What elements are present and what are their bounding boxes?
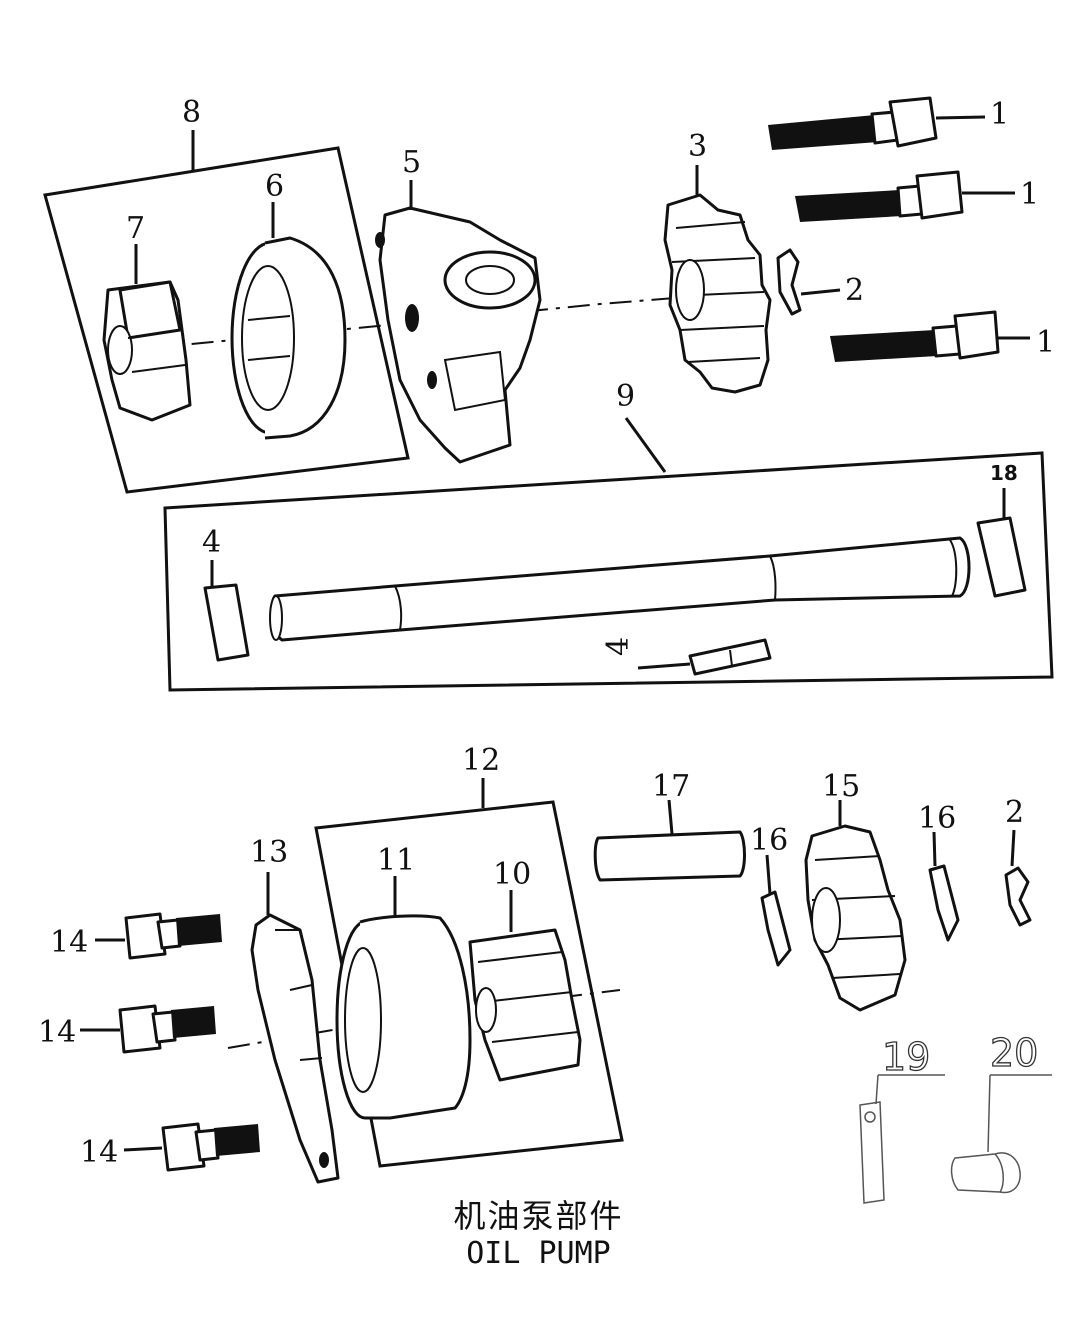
callout-20: 20: [990, 1031, 1038, 1075]
bolt-1-c: [830, 310, 1000, 362]
callout-6: 6: [265, 169, 284, 204]
callout-3: 3: [688, 129, 707, 164]
bolt-1-b: [795, 170, 964, 222]
outer-rotor-11: [335, 914, 472, 1120]
inner-rotor-7: [102, 280, 192, 422]
caption-chinese: 机油泵部件: [453, 1197, 624, 1235]
callout-19: 19: [882, 1035, 930, 1079]
bolt-1-a: [768, 96, 938, 150]
callout-11: 11: [377, 843, 415, 878]
callout-7: 7: [126, 211, 145, 246]
callout-17: 17: [652, 769, 690, 804]
leader-lines: [80, 115, 1052, 1153]
outer-rotor-6: [230, 236, 347, 440]
part-19: [859, 1101, 885, 1204]
callout-8: 8: [182, 95, 201, 130]
assembly-frame-8: [43, 146, 410, 494]
callout-12: 12: [462, 743, 500, 778]
circlip-2-lower: [1004, 866, 1032, 927]
callout-1-a: 1: [990, 97, 1009, 132]
callout-4-bottom: 4: [601, 637, 636, 656]
washer-16-left: [760, 890, 792, 967]
callout-18: 18: [990, 461, 1018, 485]
pump-shaft: [269, 536, 971, 642]
callout-4-left: 4: [202, 525, 221, 560]
pin-18: [976, 516, 1027, 598]
pump-body-5: [375, 206, 542, 464]
circlip-2-upper: [776, 248, 802, 316]
callout-10: 10: [493, 857, 531, 892]
callout-15: 15: [822, 769, 860, 804]
bolt-14-c: [161, 1122, 260, 1172]
washer-16-right: [928, 864, 960, 942]
bolt-14-b: [118, 1004, 216, 1054]
diagram-caption: 机油泵部件 OIL PUMP: [0, 1196, 1077, 1272]
caption-english: OIL PUMP: [466, 1236, 611, 1271]
part-20: [950, 1152, 1021, 1194]
callout-2-lower: 2: [1005, 795, 1024, 830]
callout-9: 9: [616, 379, 635, 414]
assembly-frame-9: [163, 451, 1054, 692]
callout-14-a: 14: [50, 925, 88, 960]
pin-17: [593, 830, 746, 882]
callout-16-right: 16: [918, 801, 956, 836]
pin-4-left: [203, 583, 250, 662]
callout-5: 5: [402, 145, 421, 180]
callout-14-b: 14: [38, 1015, 76, 1050]
callout-14-c: 14: [80, 1135, 118, 1170]
callout-16-left: 16: [750, 823, 788, 858]
callout-13: 13: [250, 835, 288, 870]
callout-1-c: 1: [1036, 325, 1055, 360]
drive-gear-3: [663, 193, 772, 394]
pump-cover-13: [250, 913, 340, 1184]
inner-rotor-10: [468, 928, 582, 1082]
bolt-14-a: [124, 912, 222, 960]
callout-2-upper: 2: [845, 273, 864, 308]
pin-4-bottom: [688, 638, 772, 676]
driven-gear-15: [804, 824, 907, 1012]
callout-1-b: 1: [1020, 177, 1039, 212]
